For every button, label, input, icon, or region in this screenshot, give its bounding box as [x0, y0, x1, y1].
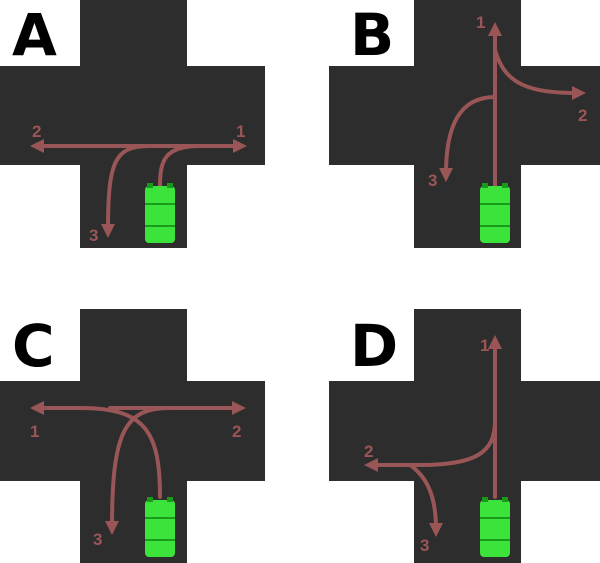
panel-c: 1 2 3 C — [0, 281, 300, 563]
arrowhead-3 — [439, 168, 453, 182]
intersection-b: 1 2 3 — [329, 0, 600, 248]
arrowhead-3 — [429, 523, 443, 537]
label-1: 1 — [236, 122, 245, 141]
label-3: 3 — [93, 530, 102, 549]
arrow-path-3 — [408, 463, 438, 531]
panel-a: 1 2 3 A — [0, 0, 300, 282]
arrow-path-2 — [493, 48, 580, 95]
arrow-path-1 — [36, 406, 162, 499]
panel-letter: C — [12, 312, 55, 380]
intersection-c: 1 2 3 — [0, 309, 265, 563]
panel-letter: A — [12, 1, 57, 69]
arrowhead-1 — [488, 22, 502, 36]
car — [145, 183, 175, 243]
arrow-path-2 — [158, 144, 202, 188]
label-3: 3 — [89, 226, 98, 245]
arrowhead-1 — [488, 335, 502, 349]
arrow-path-3 — [106, 144, 152, 232]
label-3: 3 — [428, 171, 437, 190]
arrowhead-1 — [30, 401, 44, 415]
panel-b: 1 2 3 B — [300, 0, 600, 282]
label-1: 1 — [480, 336, 489, 355]
road-d — [329, 309, 600, 563]
arrowhead-2 — [232, 401, 246, 415]
road-b — [329, 0, 600, 248]
label-1: 1 — [30, 422, 39, 441]
arrowhead-1 — [233, 139, 247, 153]
arrow-path-3 — [444, 95, 497, 176]
label-1: 1 — [476, 13, 485, 32]
panel-d: 1 2 3 D — [300, 281, 600, 563]
label-3: 3 — [420, 536, 429, 555]
arrowhead-2 — [30, 139, 44, 153]
intersection-d: 1 2 3 — [329, 309, 600, 563]
panel-letter: D — [350, 312, 398, 380]
arrowhead-2 — [572, 86, 586, 100]
arrowhead-3 — [105, 521, 119, 535]
car — [480, 183, 510, 243]
car — [480, 497, 510, 557]
arrow-path-3 — [110, 406, 172, 529]
arrow-path-2 — [370, 419, 497, 467]
arrowhead-3 — [101, 224, 115, 238]
arrowhead-2 — [364, 458, 378, 472]
label-2: 2 — [364, 442, 373, 461]
label-2: 2 — [232, 422, 241, 441]
road-a — [0, 0, 265, 248]
intersection-a: 1 2 3 — [0, 0, 265, 248]
road-c — [0, 309, 265, 563]
car — [145, 497, 175, 557]
label-2: 2 — [578, 106, 587, 125]
label-2: 2 — [32, 122, 41, 141]
panel-letter: B — [350, 1, 394, 69]
